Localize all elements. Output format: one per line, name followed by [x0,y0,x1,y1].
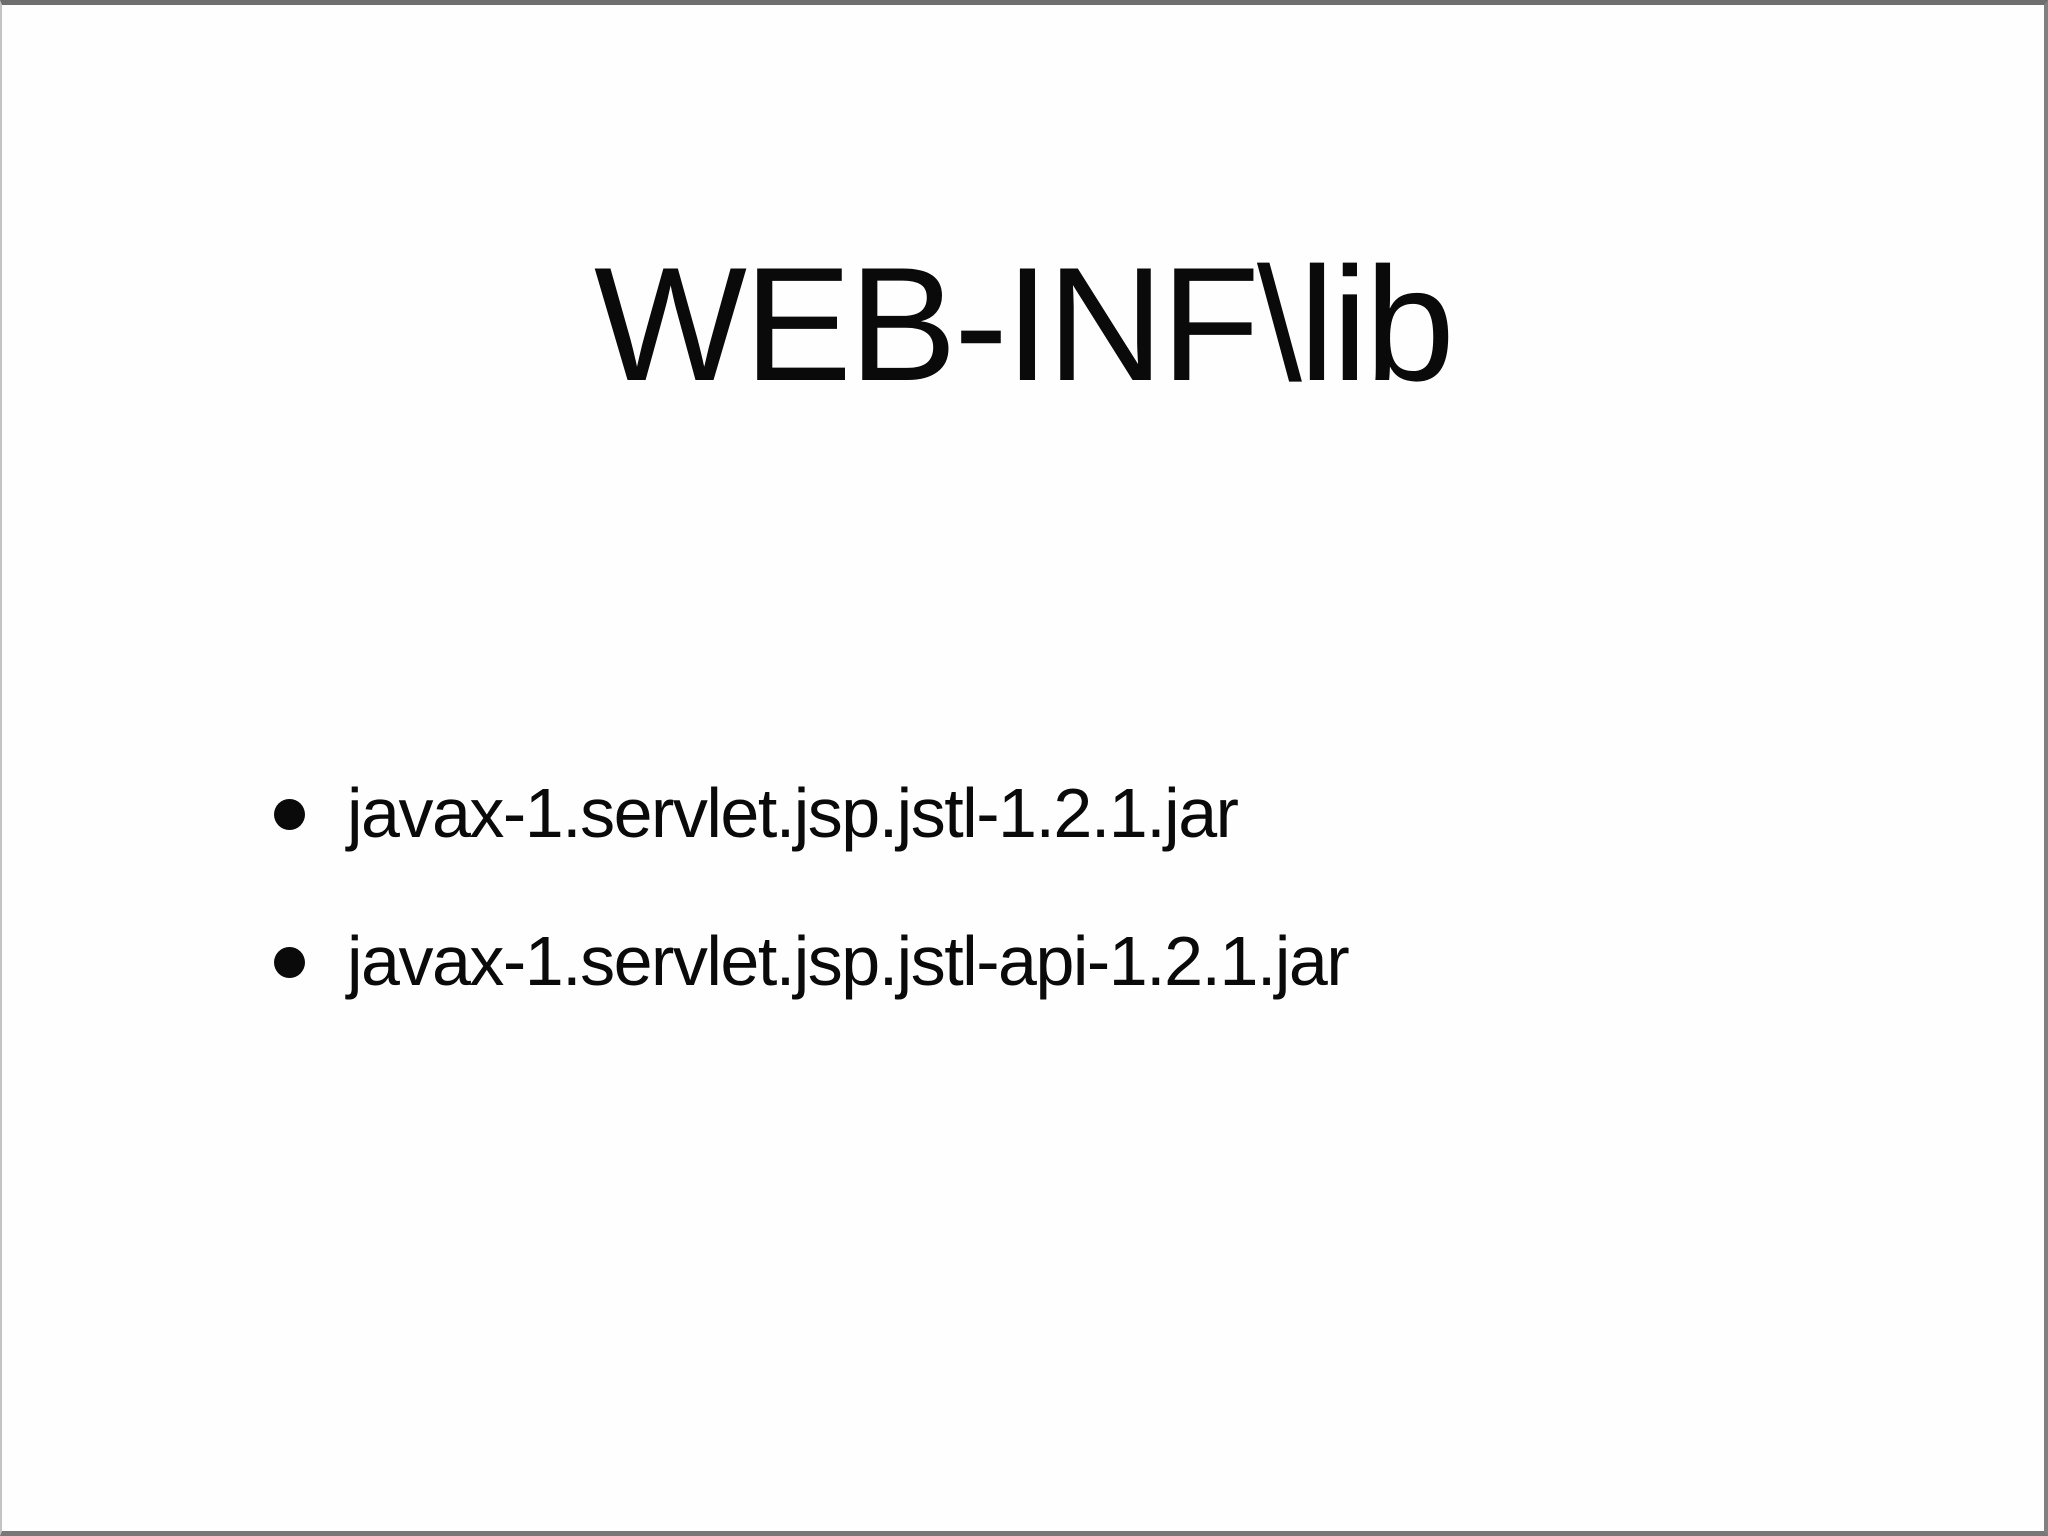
list-item: javax-1.servlet.jsp.jstl-api-1.2.1.jar [274,905,1350,1017]
list-item: javax-1.servlet.jsp.jstl-1.2.1.jar [274,757,1348,869]
bullet-text-jar-2: javax-1.servlet.jsp.jstl-api-1.2.1.jar [347,922,1350,1000]
bullet-text-jar-1: javax-1.servlet.jsp.jstl-1.2.1.jar [347,774,1239,852]
bullet-icon [274,798,305,830]
bullet-icon [274,946,305,978]
bullet-list: javax-1.servlet.jsp.jstl-1.2.1.jar javax… [274,757,1350,1053]
slide-title: WEB-INF\lib [594,233,1455,415]
